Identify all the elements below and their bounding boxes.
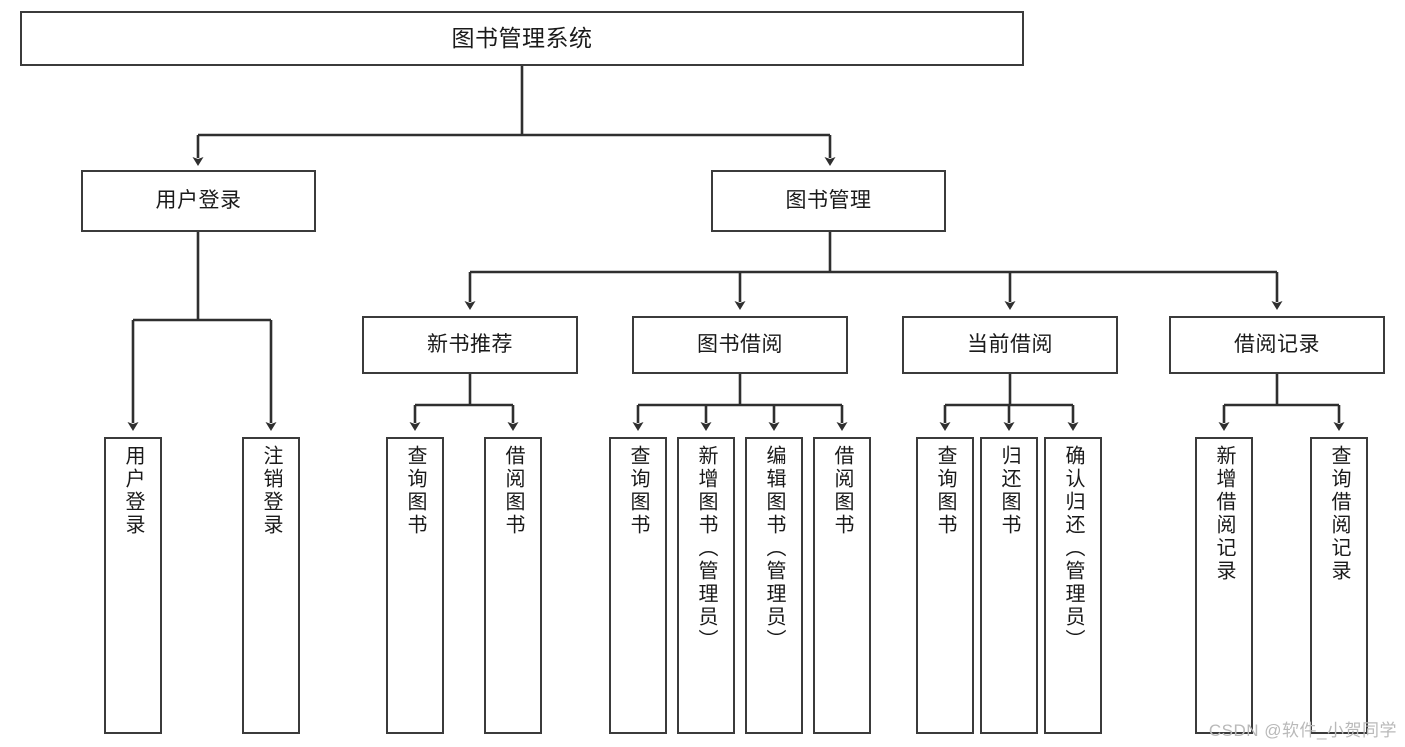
- leaf-new-book-borrow[interactable]: 借阅图书: [484, 437, 542, 734]
- leaf-book-borrow-edit-label: 编辑图书（管理员）: [763, 445, 785, 652]
- leaf-borrow-record-query[interactable]: 查询借阅记录: [1310, 437, 1368, 734]
- node-root[interactable]: 图书管理系统: [20, 11, 1024, 66]
- leaf-user-login-login[interactable]: 用户登录: [104, 437, 162, 734]
- leaf-book-borrow-edit[interactable]: 编辑图书（管理员）: [745, 437, 803, 734]
- leaf-current-borrow-query-label: 查询图书: [934, 445, 956, 537]
- node-current-borrow[interactable]: 当前借阅: [902, 316, 1118, 374]
- leaf-borrow-record-add[interactable]: 新增借阅记录: [1195, 437, 1253, 734]
- node-book-borrow[interactable]: 图书借阅: [632, 316, 848, 374]
- node-root-label: 图书管理系统: [451, 25, 593, 52]
- leaf-user-login-logout[interactable]: 注销登录: [242, 437, 300, 734]
- node-borrow-record[interactable]: 借阅记录: [1169, 316, 1385, 374]
- leaf-borrow-record-add-label: 新增借阅记录: [1213, 445, 1235, 583]
- leaf-new-book-borrow-label: 借阅图书: [502, 445, 524, 537]
- leaf-user-login-login-label: 用户登录: [122, 445, 144, 537]
- leaf-borrow-record-query-label: 查询借阅记录: [1328, 445, 1350, 583]
- leaf-current-borrow-return-label: 归还图书: [998, 445, 1020, 537]
- node-user-login[interactable]: 用户登录: [81, 170, 316, 232]
- leaf-new-book-query[interactable]: 查询图书: [386, 437, 444, 734]
- node-borrow-record-label: 借阅记录: [1234, 332, 1320, 356]
- node-book-management[interactable]: 图书管理: [711, 170, 946, 232]
- leaf-current-borrow-query[interactable]: 查询图书: [916, 437, 974, 734]
- leaf-book-borrow-add-label: 新增图书（管理员）: [695, 445, 717, 652]
- leaf-new-book-query-label: 查询图书: [404, 445, 426, 537]
- watermark: CSDN @软件_小贺同学: [1208, 721, 1397, 740]
- leaf-current-borrow-return[interactable]: 归还图书: [980, 437, 1038, 734]
- leaf-book-borrow-add[interactable]: 新增图书（管理员）: [677, 437, 735, 734]
- leaf-book-borrow-borrow-label: 借阅图书: [831, 445, 853, 537]
- leaf-current-borrow-confirm-return[interactable]: 确认归还（管理员）: [1044, 437, 1102, 734]
- node-book-management-label: 图书管理: [785, 188, 872, 212]
- node-new-book-recommend-label: 新书推荐: [427, 332, 513, 356]
- node-current-borrow-label: 当前借阅: [967, 332, 1053, 356]
- leaf-book-borrow-query[interactable]: 查询图书: [609, 437, 667, 734]
- node-new-book-recommend[interactable]: 新书推荐: [362, 316, 578, 374]
- leaf-user-login-logout-label: 注销登录: [260, 445, 282, 537]
- leaf-book-borrow-query-label: 查询图书: [627, 445, 649, 537]
- leaf-current-borrow-confirm-return-label: 确认归还（管理员）: [1062, 445, 1084, 652]
- node-book-borrow-label: 图书借阅: [697, 332, 783, 356]
- leaf-book-borrow-borrow[interactable]: 借阅图书: [813, 437, 871, 734]
- node-user-login-label: 用户登录: [155, 188, 242, 212]
